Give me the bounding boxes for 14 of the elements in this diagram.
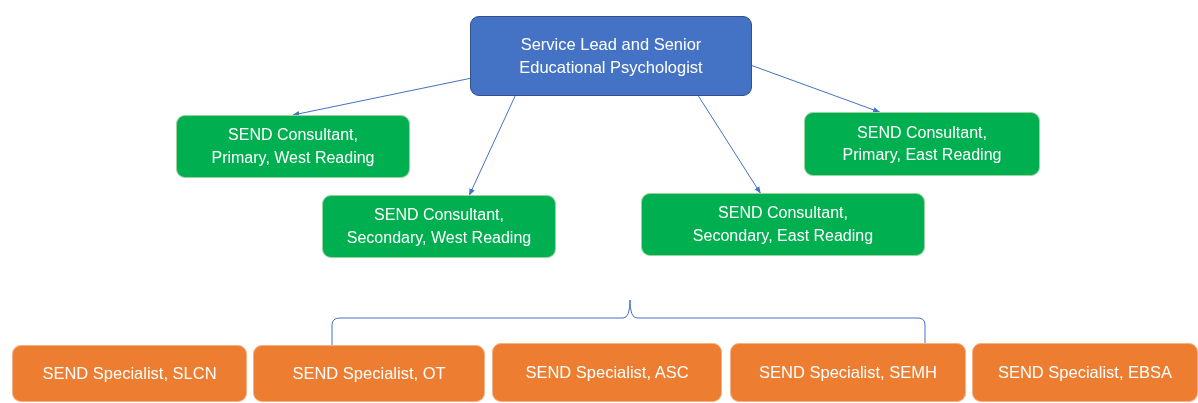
lead-box: Service Lead and Senior Educational Psychologist: [470, 16, 752, 96]
arrow: [292, 77, 471, 117]
specialist-box: SEND Specialist, EBSA: [972, 343, 1198, 402]
arrow: [468, 95, 516, 196]
specialist-box: SEND Specialist, OT: [253, 345, 485, 402]
specialist-box: SEND Specialist, SEMH: [730, 343, 966, 402]
consultant-box: SEND Consultant, Primary, East Reading: [804, 112, 1040, 176]
consultant-box: SEND Consultant, Primary, West Reading: [176, 115, 410, 178]
consultant-box: SEND Consultant, Secondary, West Reading: [322, 195, 556, 258]
specialist-box: SEND Specialist, SLCN: [12, 345, 247, 402]
arrow: [697, 95, 761, 194]
arrow: [751, 65, 881, 113]
consultant-box: SEND Consultant, Secondary, East Reading: [641, 193, 925, 256]
specialist-box: SEND Specialist, ASC: [492, 343, 722, 402]
